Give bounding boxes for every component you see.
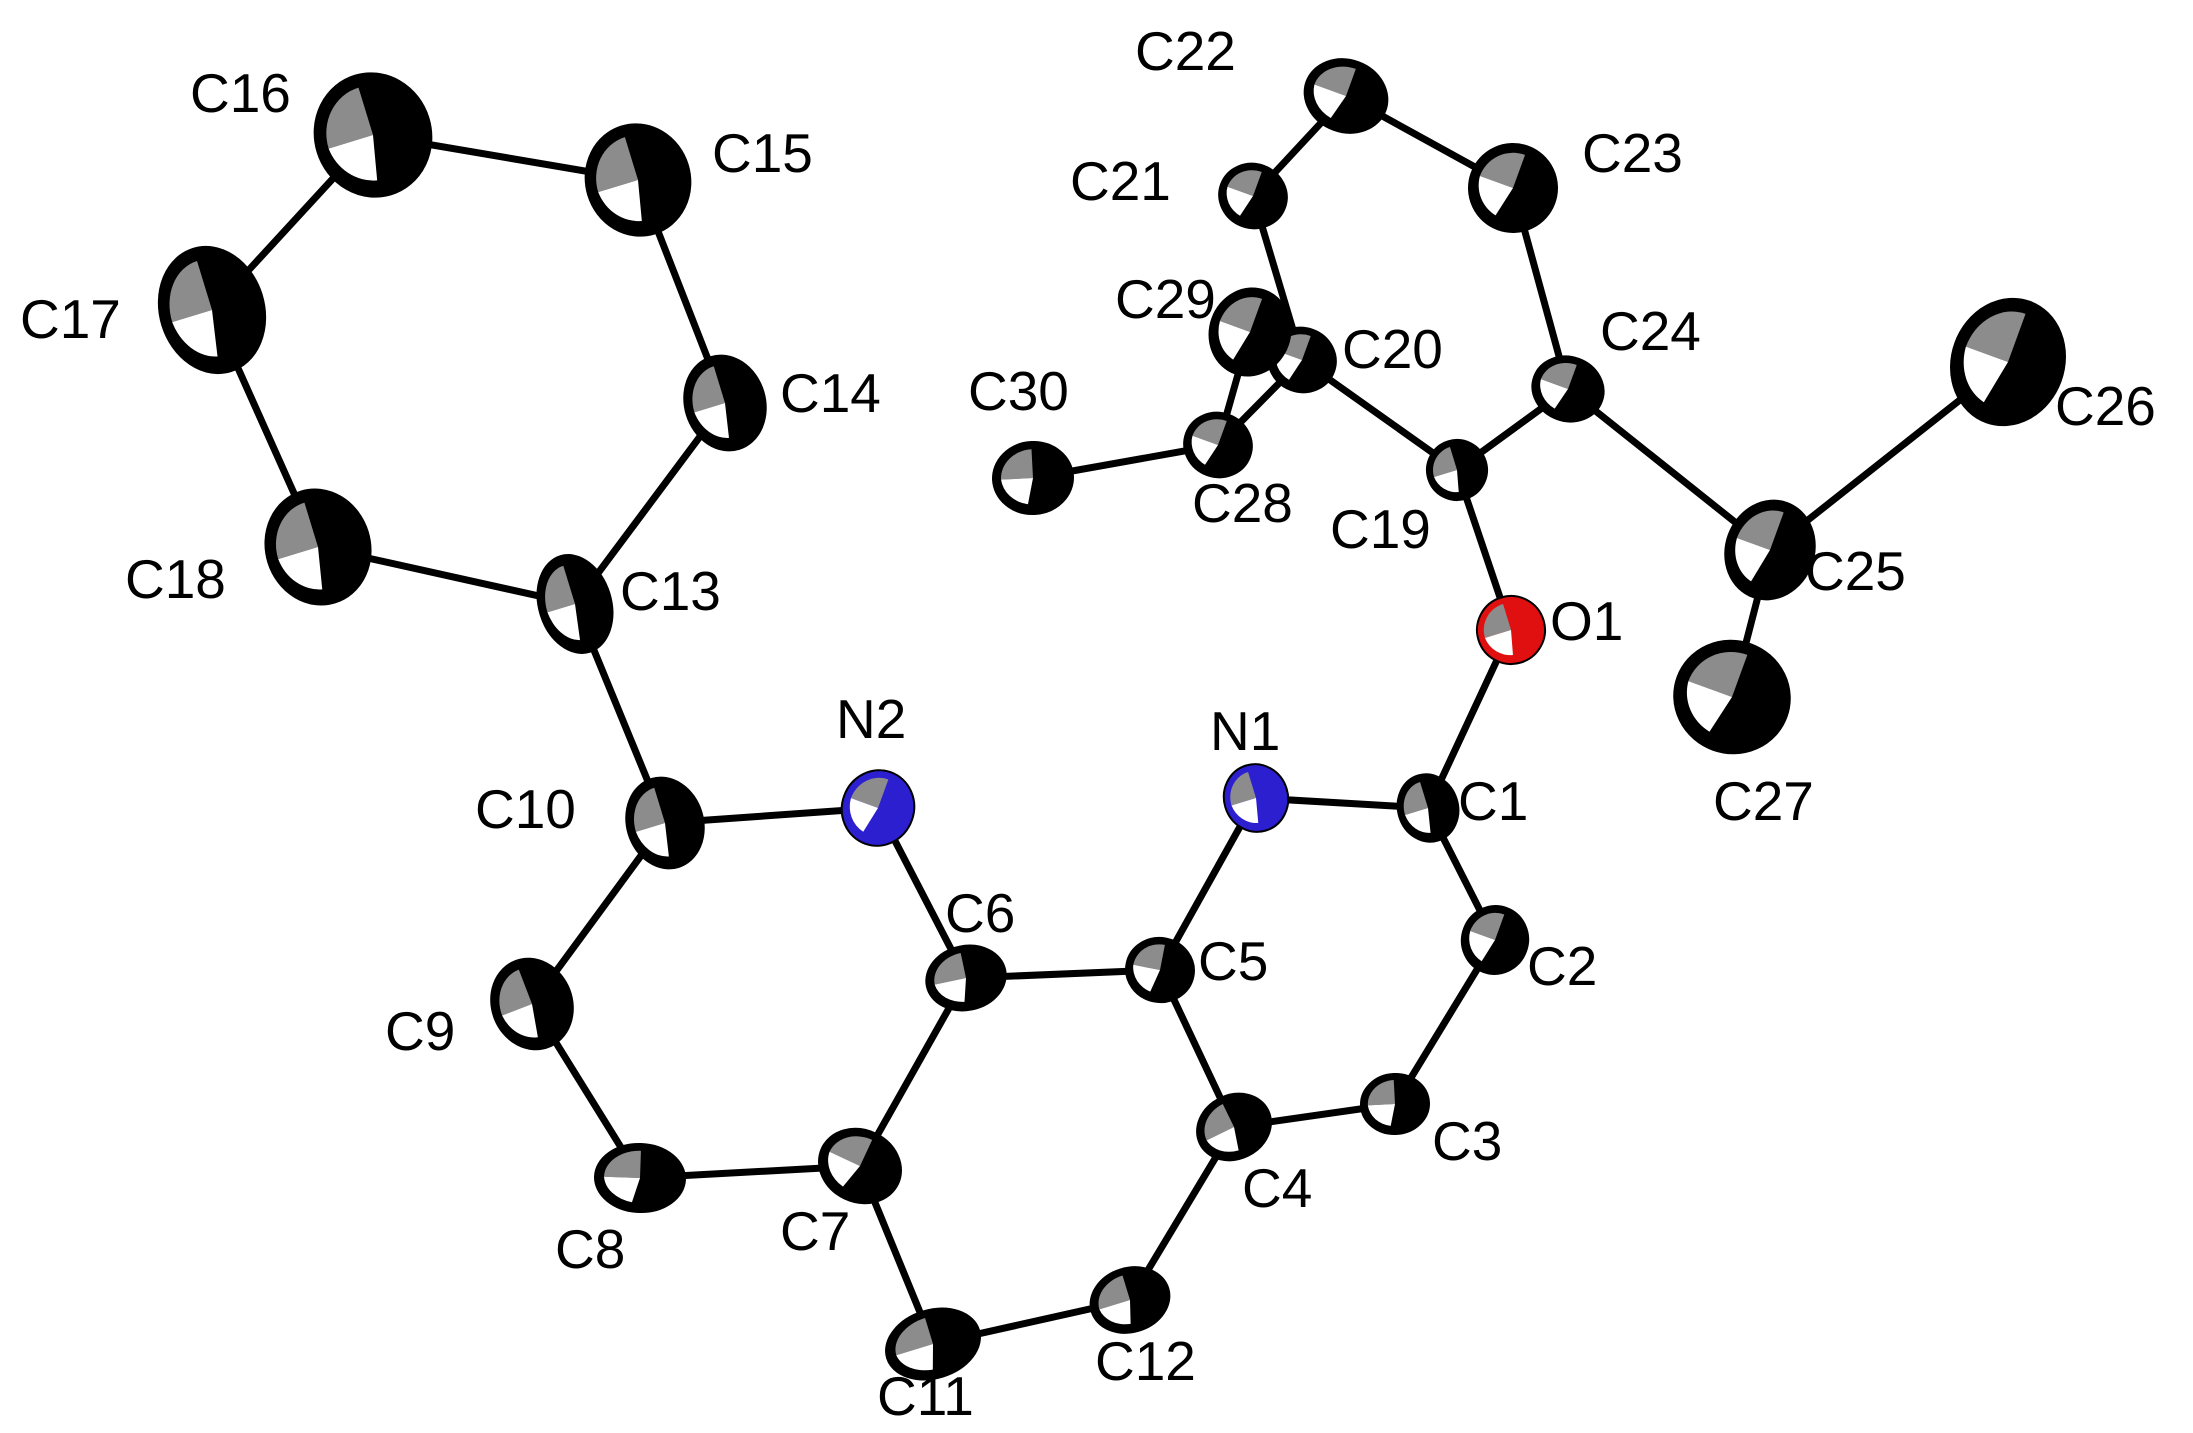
atom-c17	[157, 245, 267, 375]
atom-label-c9: C9	[385, 1000, 455, 1062]
atom-n1	[1222, 763, 1290, 833]
atom-label-c4: C4	[1242, 1157, 1312, 1219]
atom-label-n1: N1	[1210, 700, 1280, 762]
atom-c27	[1673, 639, 1791, 755]
atom-c18	[264, 488, 372, 606]
atom-label-c14: C14	[780, 362, 881, 424]
atom-label-c16: C16	[190, 62, 291, 124]
atom-label-c8: C8	[555, 1218, 625, 1280]
atom-c16	[313, 72, 433, 198]
atom-c4	[1196, 1092, 1272, 1162]
atom-label-c6: C6	[945, 882, 1015, 944]
atom-c14	[683, 354, 767, 452]
atom-c9	[490, 957, 574, 1051]
atom-label-c26: C26	[2055, 375, 2156, 437]
atom-c12	[1089, 1266, 1171, 1334]
atom-c29	[1208, 287, 1292, 377]
atom-c2	[1460, 905, 1530, 975]
atom-c1	[1396, 773, 1460, 843]
atom-c21	[1218, 162, 1288, 230]
atom-label-c29: C29	[1115, 268, 1216, 330]
atom-c10	[625, 776, 705, 870]
atom-label-c23: C23	[1582, 122, 1683, 184]
atom-label-c1: C1	[1458, 770, 1528, 832]
atom-label-c15: C15	[712, 122, 813, 184]
atom-c5	[1125, 936, 1195, 1004]
atoms-layer	[157, 58, 2066, 1381]
atom-c19	[1426, 439, 1488, 501]
atom-c26	[1950, 297, 2066, 427]
atom-c3	[1360, 1072, 1430, 1136]
atom-label-c13: C13	[620, 560, 721, 622]
atom-c25	[1724, 499, 1816, 601]
atom-label-n2: N2	[836, 688, 906, 750]
atom-c13	[536, 554, 614, 654]
atom-label-c28: C28	[1192, 472, 1293, 534]
atom-label-c11: C11	[877, 1365, 974, 1427]
atom-label-c5: C5	[1198, 930, 1268, 992]
atom-c28	[1183, 411, 1253, 479]
atom-label-o1: O1	[1550, 590, 1623, 652]
atom-c30	[992, 440, 1074, 516]
atom-label-c21: C21	[1070, 150, 1171, 212]
atom-label-c18: C18	[125, 548, 226, 610]
atom-label-c25: C25	[1805, 540, 1906, 602]
atom-label-c17: C17	[20, 288, 121, 350]
atom-label-c20: C20	[1342, 318, 1443, 380]
atom-c7	[818, 1127, 902, 1205]
atom-label-c12: C12	[1095, 1330, 1196, 1392]
atom-label-c10: C10	[475, 778, 576, 840]
atom-label-c3: C3	[1432, 1110, 1502, 1172]
labels-layer: C1C2C3C4C5C6C7C8C9C10C11C12C13C14C15C16C…	[20, 20, 2156, 1427]
atom-label-c27: C27	[1713, 770, 1814, 832]
atom-c22	[1303, 58, 1389, 134]
atom-label-c24: C24	[1600, 300, 1701, 362]
atom-label-c22: C22	[1135, 20, 1236, 82]
atom-c15	[584, 123, 692, 237]
atom-label-c19: C19	[1330, 498, 1431, 560]
atom-c11	[885, 1307, 981, 1381]
atom-o1	[1476, 595, 1546, 665]
atom-label-c7: C7	[780, 1200, 850, 1262]
atom-c6	[925, 944, 1007, 1012]
atom-label-c2: C2	[1527, 935, 1597, 997]
atom-label-c30: C30	[968, 360, 1069, 422]
atom-c23	[1468, 143, 1558, 233]
atom-n2	[840, 769, 916, 847]
atom-c24	[1531, 355, 1605, 423]
atom-c8	[594, 1142, 686, 1214]
